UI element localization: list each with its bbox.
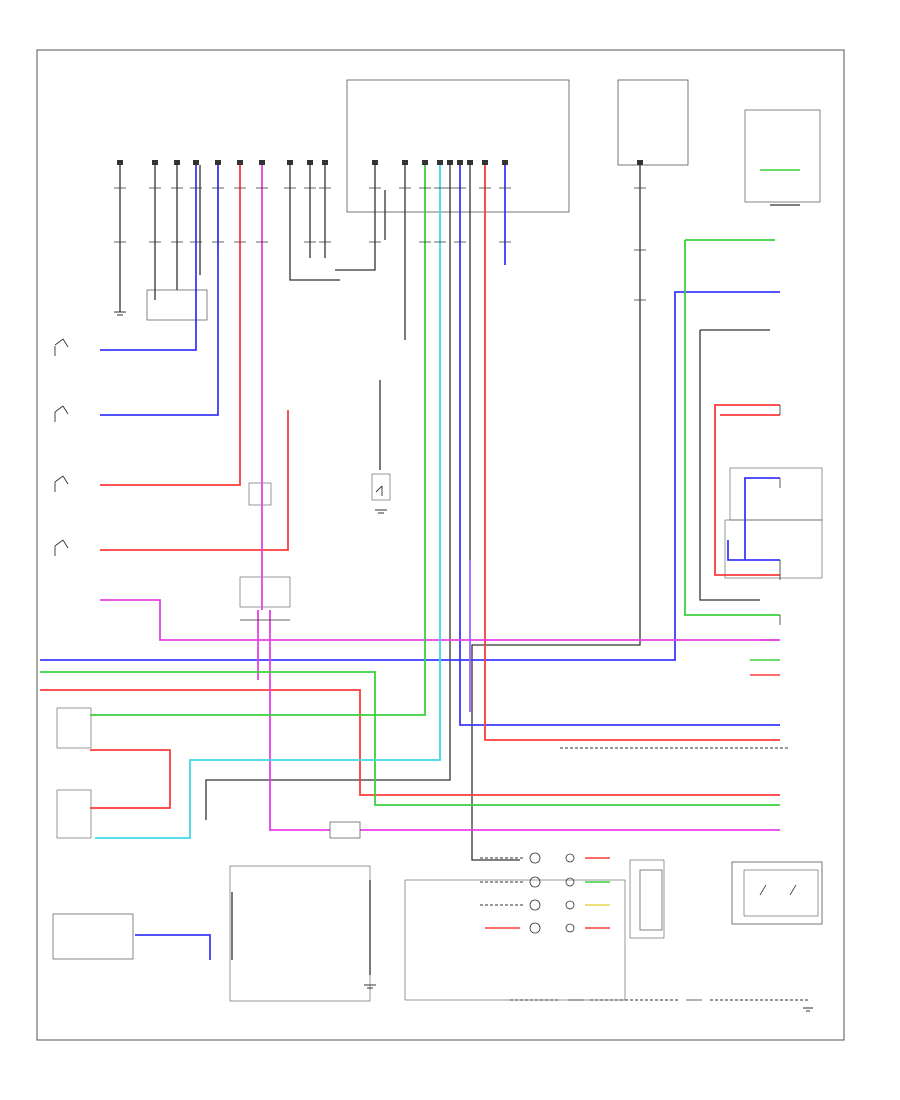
sensor-box-lower [56,707,92,749]
switch-symbols [54,338,383,556]
meter-short-wires [485,169,800,929]
sensor-box-lower-2 [56,789,92,839]
gauge-group-box [404,879,626,1001]
sensor-box-right-2 [724,519,823,579]
combination-switch-box [743,869,819,917]
top-black-wires [119,165,800,975]
connector-pins [117,160,643,165]
green-wires [40,165,780,806]
switch-box-mid [371,473,391,501]
cyan-wires [95,165,441,839]
component-marks [146,289,663,931]
red-wires [40,165,780,809]
connector-block-bottom-right [629,859,665,939]
combination-meter-box [731,861,823,925]
sensor-box-right [729,467,823,521]
diagram-border [36,49,845,1041]
gauge-symbols [529,852,797,1001]
fuel-sender-connector-box [744,109,821,203]
ground-box-bottom [229,865,371,1002]
ground-symbols [114,311,813,1012]
seat-belt-buckle-box [52,913,134,960]
module-box-top-right [617,79,689,166]
blue-wires [40,165,780,960]
inline-connectors [114,187,781,625]
connector-box-center [239,576,291,608]
relay-box [248,482,272,506]
dashed-leads [480,747,810,1001]
junction-block-box [346,79,570,213]
